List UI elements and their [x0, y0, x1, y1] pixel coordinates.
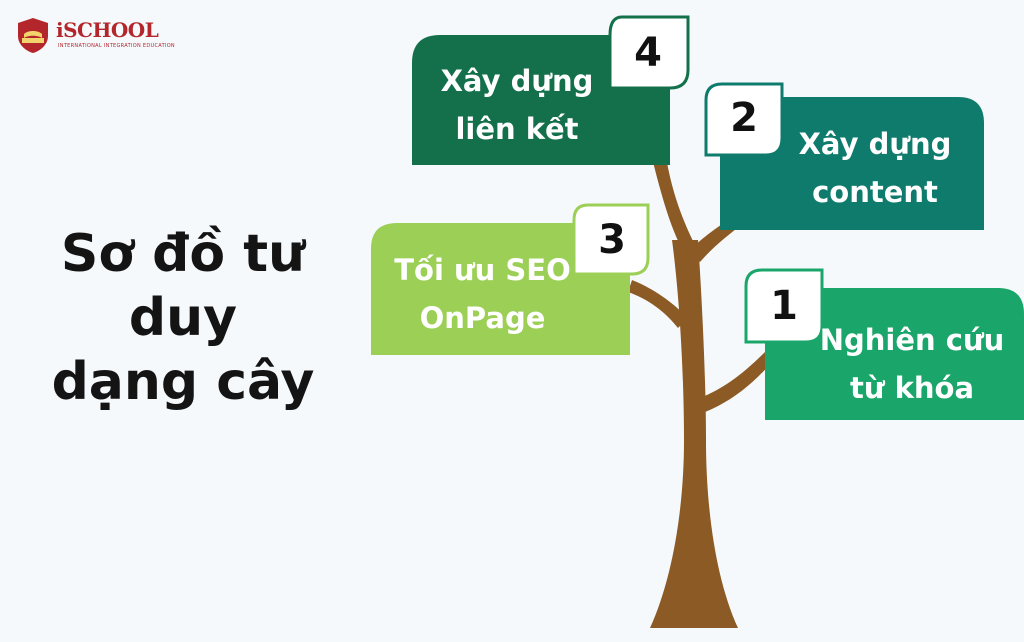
step-4-label: Xây dựng liên kết — [412, 57, 622, 153]
step-1-box — [765, 288, 1024, 420]
title-line-2: duy — [128, 288, 238, 348]
page-title: Sơ đồ tư duy dạng cây — [18, 222, 348, 414]
step-3-line-2: OnPage — [419, 301, 546, 335]
step-1-label: Nghiên cứu từ khóa — [812, 316, 1012, 412]
step-2-line-2: content — [812, 175, 938, 209]
step-4-box — [412, 35, 670, 165]
step-1-number: 1 — [770, 283, 798, 329]
step-2-box — [720, 97, 984, 230]
tree-branch-4 — [650, 150, 695, 245]
step-3-label: Tối ưu SEO OnPage — [375, 246, 590, 342]
title-line-1: Sơ đồ tư — [60, 224, 306, 284]
logo-name: iSCHOOL — [56, 18, 159, 42]
step-4-badge — [608, 15, 690, 90]
step-4-number: 4 — [634, 30, 662, 76]
step-3-box — [371, 223, 630, 355]
logo-tagline: INTERNATIONAL INTEGRATION EDUCATION — [58, 43, 175, 49]
ischool-logo: iSCHOOL INTERNATIONAL INTEGRATION EDUCAT… — [14, 16, 175, 56]
step-4-line-2: liên kết — [455, 112, 579, 146]
step-2-number: 2 — [730, 95, 758, 141]
step-2-line-1: Xây dựng — [798, 127, 952, 161]
tree-trunk — [650, 240, 738, 628]
step-1-badge — [744, 268, 824, 344]
tree-branch-3 — [628, 280, 688, 328]
tree-branch-1 — [700, 352, 772, 412]
step-1-line-2: từ khóa — [849, 371, 975, 405]
shield-logo-icon — [18, 18, 48, 53]
step-1-line-1: Nghiên cứu — [819, 323, 1005, 357]
step-2-badge — [704, 82, 784, 157]
title-line-3: dạng cây — [51, 352, 315, 412]
step-4-line-1: Xây dựng — [440, 64, 594, 98]
step-3-badge — [572, 203, 650, 276]
step-3-line-1: Tối ưu SEO — [394, 253, 571, 287]
step-3-number: 3 — [598, 217, 626, 263]
step-2-label: Xây dựng content — [775, 120, 975, 216]
